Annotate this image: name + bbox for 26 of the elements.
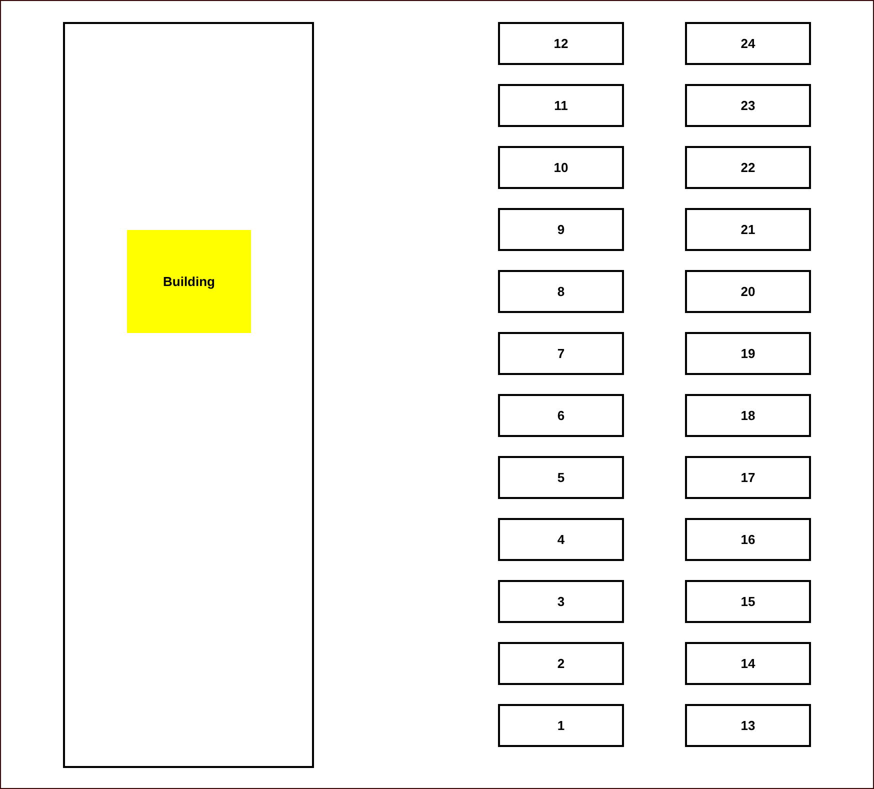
numbered-plot: 16	[685, 518, 811, 561]
numbered-plot: 4	[498, 518, 624, 561]
numbered-plot: 13	[685, 704, 811, 747]
numbered-plot: 21	[685, 208, 811, 251]
numbered-plot: 22	[685, 146, 811, 189]
building-block: Building	[127, 230, 251, 333]
numbered-plot: 9	[498, 208, 624, 251]
numbered-plot: 20	[685, 270, 811, 313]
numbered-plot: 14	[685, 642, 811, 685]
numbered-plot: 19	[685, 332, 811, 375]
numbered-plot: 5	[498, 456, 624, 499]
numbered-plot: 6	[498, 394, 624, 437]
numbered-plot: 23	[685, 84, 811, 127]
numbered-plot: 11	[498, 84, 624, 127]
numbered-plot: 2	[498, 642, 624, 685]
numbered-plot: 24	[685, 22, 811, 65]
numbered-plot: 17	[685, 456, 811, 499]
numbered-plot: 1	[498, 704, 624, 747]
numbered-plot: 15	[685, 580, 811, 623]
numbered-plot: 12	[498, 22, 624, 65]
numbered-plot: 18	[685, 394, 811, 437]
numbered-plot: 7	[498, 332, 624, 375]
numbered-plot: 3	[498, 580, 624, 623]
numbered-plot: 10	[498, 146, 624, 189]
numbered-plot: 8	[498, 270, 624, 313]
site-area	[63, 22, 314, 768]
